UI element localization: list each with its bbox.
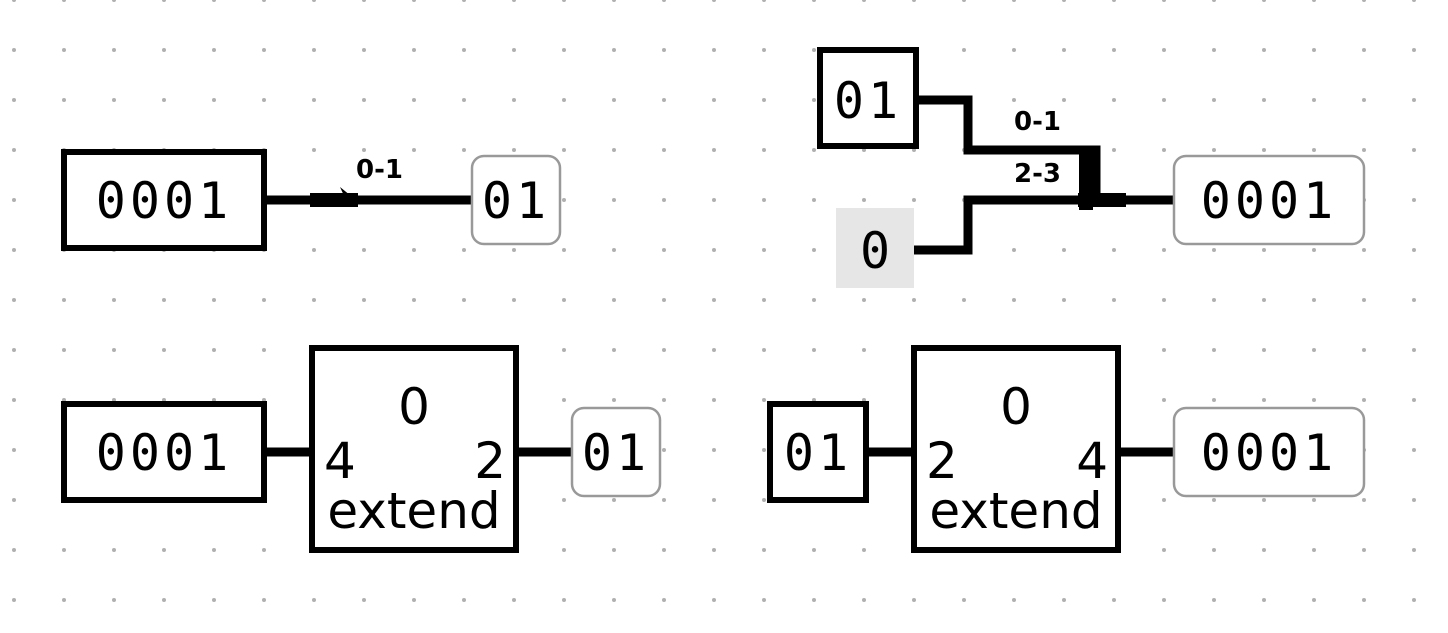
wire-high-bits[interactable] [912, 195, 1080, 255]
extender-name: extend [929, 482, 1102, 540]
output-probe[interactable]: 01 [470, 154, 562, 246]
output-probe-value: 01 [482, 172, 550, 230]
top-right-circuit: 0-1 2-3 01 0 0001 [817, 47, 1366, 288]
extender-in-width: 4 [324, 432, 356, 490]
input-pin-value: 01 [834, 72, 902, 130]
bit-extender[interactable]: 0 4 2 extend [309, 345, 519, 553]
output-probe-value: 0001 [1201, 172, 1337, 230]
input-pin-value: 0001 [96, 172, 232, 230]
input-pin[interactable]: 01 [767, 401, 869, 503]
splitter-label-low: 0-1 [1014, 107, 1061, 137]
top-left-circuit: 0-1 0001 01 [61, 149, 562, 251]
input-pin[interactable]: 01 [817, 47, 919, 149]
output-probe[interactable]: 01 [570, 406, 662, 498]
bottom-right-circuit: 01 0 2 4 extend 0001 [767, 345, 1366, 553]
extender-name: extend [327, 482, 500, 540]
input-pin[interactable]: 0001 [61, 149, 267, 251]
extender-out-width: 2 [474, 432, 506, 490]
extender-extra-bit: 0 [1000, 378, 1032, 436]
bottom-left-circuit: 0001 0 4 2 extend 01 [61, 345, 662, 553]
extender-out-width: 4 [1076, 432, 1108, 490]
extender-extra-bit: 0 [398, 378, 430, 436]
input-pin-value: 01 [784, 424, 852, 482]
output-probe-value: 01 [582, 424, 650, 482]
splitter-label: 0-1 [356, 155, 403, 185]
output-probe[interactable]: 0001 [1172, 406, 1366, 498]
splitter-arrow [340, 187, 356, 200]
input-pin-value: 0001 [96, 424, 232, 482]
output-probe[interactable]: 0001 [1172, 154, 1366, 246]
extender-in-width: 2 [926, 432, 958, 490]
wire-low-bits[interactable] [918, 95, 1101, 200]
output-probe-value: 0001 [1201, 424, 1337, 482]
constant[interactable]: 0 [836, 208, 914, 288]
splitter-label-high: 2-3 [1014, 159, 1061, 189]
bit-extender[interactable]: 0 2 4 extend [911, 345, 1121, 553]
input-pin[interactable]: 0001 [61, 401, 267, 503]
constant-value: 0 [860, 222, 890, 280]
grid-dots [12, 0, 1416, 602]
